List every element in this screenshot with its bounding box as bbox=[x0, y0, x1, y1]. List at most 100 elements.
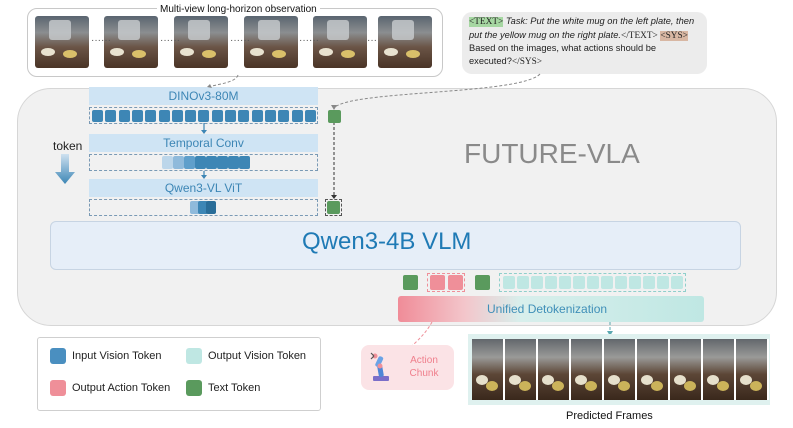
temporal-token-row bbox=[89, 154, 318, 171]
predicted-frames-label: Predicted Frames bbox=[566, 410, 653, 422]
observation-frame bbox=[244, 16, 298, 68]
predicted-frame bbox=[538, 339, 571, 400]
input-vision-token bbox=[211, 110, 223, 122]
predicted-frame bbox=[736, 339, 769, 400]
input-vision-token bbox=[238, 110, 250, 122]
output-vision-token bbox=[545, 276, 557, 289]
frame-ellipsis: ··· bbox=[367, 35, 377, 46]
output-vision-token bbox=[503, 276, 515, 289]
output-vision-token bbox=[573, 276, 585, 289]
robot-arm-icon bbox=[370, 352, 389, 381]
vit-token-row bbox=[89, 199, 318, 216]
token-label: token bbox=[53, 139, 83, 153]
input-vision-token bbox=[239, 156, 250, 169]
input-vision-token bbox=[206, 201, 216, 214]
observation-title: Multi-view long-horizon observation bbox=[157, 4, 320, 15]
input-vision-token bbox=[173, 156, 184, 169]
input-vision-token bbox=[184, 156, 195, 169]
observation-frame bbox=[35, 16, 89, 68]
sys-tag-open: <SYS> bbox=[660, 30, 688, 41]
sys-tag-close: </SYS> bbox=[511, 56, 543, 67]
vlm-label: Qwen3-4B VLM bbox=[302, 228, 472, 255]
input-vision-token bbox=[217, 156, 228, 169]
output-vision-token bbox=[643, 276, 655, 289]
sys-text: Based on the images, what actions should… bbox=[469, 43, 657, 66]
legend-label: Output Action Token bbox=[72, 382, 171, 394]
action-token bbox=[430, 275, 445, 290]
input-vision-token bbox=[145, 110, 157, 122]
input-vision-token bbox=[92, 110, 103, 122]
output-vision-token bbox=[517, 276, 529, 289]
dinov3-encoder: DINOv3-80M bbox=[89, 87, 318, 105]
action-chunk-box bbox=[361, 345, 454, 390]
frame-ellipsis: ······ bbox=[91, 35, 111, 46]
predicted-frame bbox=[670, 339, 703, 400]
input-vision-token bbox=[185, 110, 197, 122]
input-vision-token bbox=[198, 110, 210, 122]
output-vision-token-group bbox=[499, 273, 686, 292]
task-text: Task: Put the white mug on the left plat… bbox=[469, 16, 695, 40]
predicted-frame bbox=[637, 339, 670, 400]
input-vision-token bbox=[251, 110, 263, 122]
text-token bbox=[475, 275, 490, 290]
input-vision-token bbox=[131, 110, 143, 122]
legend-swatch bbox=[50, 348, 66, 364]
temporal-conv: Temporal Conv bbox=[89, 134, 318, 152]
action-chunk-label: Action Chunk bbox=[409, 355, 439, 379]
token-down-arrow-icon bbox=[55, 154, 75, 184]
observation-frame bbox=[313, 16, 367, 68]
action-token-group bbox=[427, 273, 465, 292]
text-token bbox=[403, 275, 418, 290]
output-vision-token bbox=[601, 276, 613, 289]
input-vision-token bbox=[291, 110, 303, 122]
text-tag-close: </TEXT> bbox=[620, 30, 658, 41]
predicted-frame bbox=[604, 339, 637, 400]
predicted-frame bbox=[505, 339, 538, 400]
output-vision-token bbox=[615, 276, 627, 289]
observation-frame bbox=[104, 16, 158, 68]
predicted-frame bbox=[472, 339, 505, 400]
prompt-bubble: <TEXT> Task: Put the white mug on the le… bbox=[462, 12, 707, 74]
output-vision-token bbox=[531, 276, 543, 289]
legend-label: Text Token bbox=[208, 382, 261, 394]
input-vision-token bbox=[264, 110, 276, 122]
input-vision-token bbox=[195, 156, 206, 169]
legend-label: Output Vision Token bbox=[208, 350, 307, 362]
input-vision-token bbox=[206, 156, 217, 169]
input-vision-token bbox=[190, 201, 200, 214]
observation-frame bbox=[174, 16, 228, 68]
input-vision-token bbox=[171, 110, 183, 122]
output-vision-token bbox=[657, 276, 669, 289]
frame-ellipsis: ······ bbox=[299, 35, 319, 46]
input-vision-token bbox=[118, 110, 130, 122]
output-vision-token bbox=[559, 276, 571, 289]
legend-swatch bbox=[50, 380, 66, 396]
output-vision-token bbox=[629, 276, 641, 289]
predicted-frame bbox=[571, 339, 604, 400]
input-vision-token bbox=[304, 110, 316, 122]
observation-frame bbox=[378, 16, 432, 68]
legend-swatch bbox=[186, 348, 202, 364]
input-vision-token bbox=[198, 201, 208, 214]
legend-label: Input Vision Token bbox=[72, 350, 162, 362]
output-vision-token bbox=[587, 276, 599, 289]
output-vision-token bbox=[671, 276, 683, 289]
frame-ellipsis: ······ bbox=[230, 35, 250, 46]
action-token bbox=[448, 275, 463, 290]
legend bbox=[37, 337, 321, 411]
text-token-box bbox=[325, 199, 342, 216]
input-vision-token bbox=[158, 110, 170, 122]
input-vision-token bbox=[228, 156, 239, 169]
input-vision-token bbox=[162, 156, 173, 169]
text-token bbox=[327, 201, 340, 214]
input-vision-token bbox=[278, 110, 290, 122]
unified-detokenization bbox=[398, 296, 704, 322]
model-title: FUTURE-VLA bbox=[464, 138, 640, 169]
text-tag-open: <TEXT> bbox=[469, 17, 504, 27]
qwen-vit: Qwen3-VL ViT bbox=[89, 179, 318, 197]
input-vision-token bbox=[105, 110, 117, 122]
text-token bbox=[328, 110, 341, 123]
frame-ellipsis: ······ bbox=[160, 35, 180, 46]
detokenization-label: Unified Detokenization bbox=[487, 302, 608, 316]
input-vision-token bbox=[225, 110, 236, 122]
